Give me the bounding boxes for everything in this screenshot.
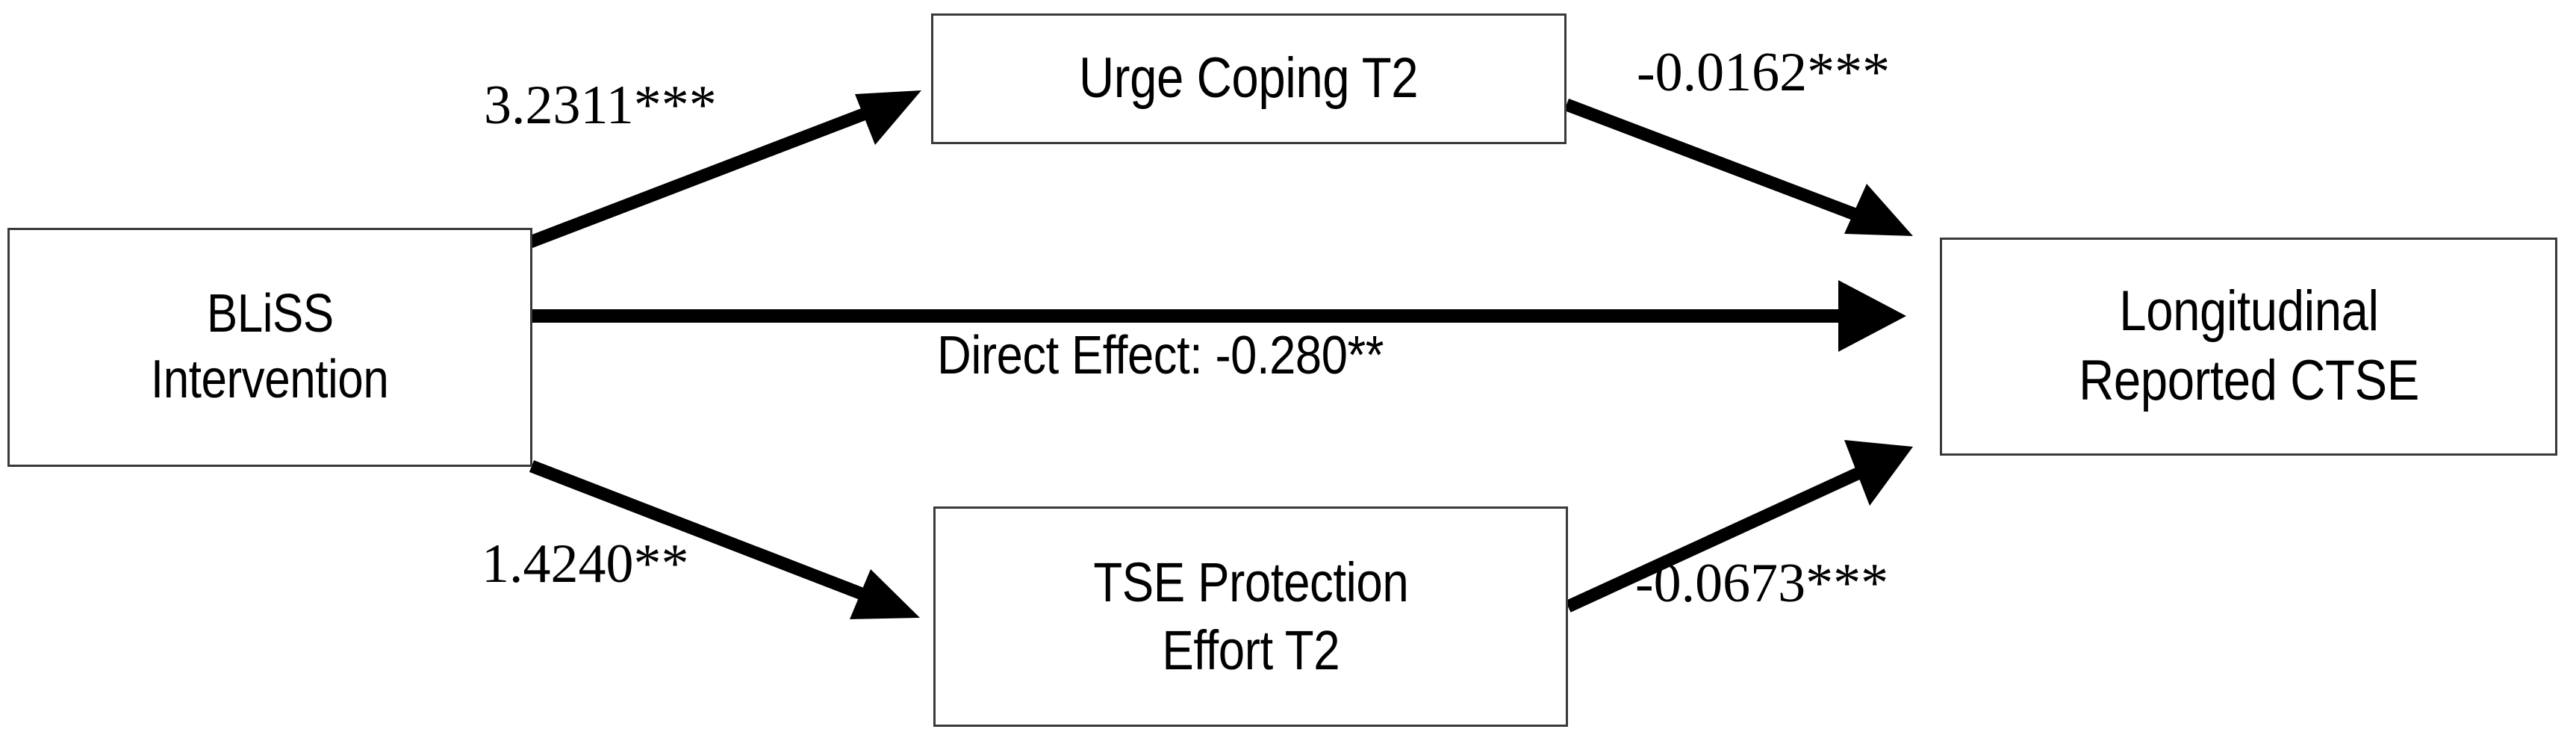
- edge-label-direct-effect: Direct Effect: -0.280**: [937, 326, 1384, 385]
- edge-label-bliss-to-tse-protection: 1.4240**: [482, 533, 689, 595]
- arrow-urge-coping-to-ctse: [1564, 99, 1913, 236]
- arrow-tse-protection-to-ctse: [1565, 440, 1913, 613]
- node-longitudinal-reported-ctse-label-line2: Reported CTSE: [2078, 349, 2419, 412]
- arrow-bliss-to-tse-protection: [529, 460, 920, 619]
- node-tse-protection-effort-t2-label-line1: TSE Protection: [1093, 551, 1408, 614]
- node-bliss-intervention-label-line1: BLiSS: [206, 284, 334, 344]
- node-urge-coping-t2-label-line1: Urge Coping T2: [1079, 46, 1419, 111]
- arrow-bliss-to-urge-coping: [514, 90, 921, 253]
- edge-label-urge-coping-to-ctse: -0.0162***: [1637, 42, 1891, 103]
- arrow-bliss-to-ctse-direct: [532, 280, 1906, 352]
- node-bliss-intervention-label-line2: Intervention: [151, 350, 389, 409]
- node-tse-protection-effort-t2-label-line2: Effort T2: [1162, 619, 1340, 681]
- edge-label-tse-protection-to-ctse: -0.0673***: [1635, 553, 1889, 614]
- node-urge-coping-t2[interactable]: Urge Coping T2: [931, 13, 1567, 144]
- node-longitudinal-reported-ctse[interactable]: Longitudinal Reported CTSE: [1940, 238, 2557, 456]
- edge-label-bliss-to-urge-coping: 3.2311***: [484, 75, 717, 136]
- node-longitudinal-reported-ctse-label-line1: Longitudinal: [2118, 279, 2379, 344]
- node-tse-protection-effort-t2[interactable]: TSE Protection Effort T2: [933, 506, 1568, 727]
- node-bliss-intervention[interactable]: BLiSS Intervention: [7, 228, 532, 467]
